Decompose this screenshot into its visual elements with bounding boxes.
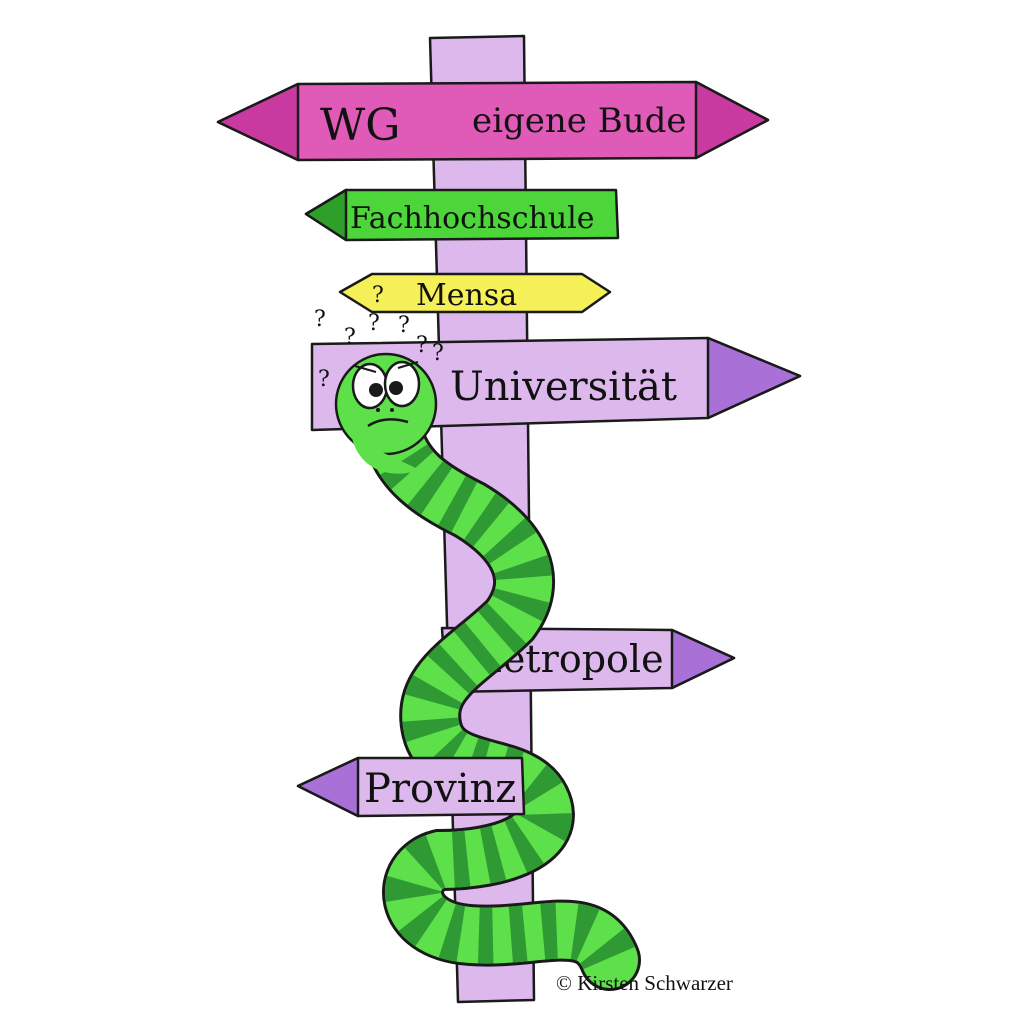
- worm-body-stripes: [364, 423, 636, 973]
- sign-label-wg: WG: [320, 100, 400, 151]
- question-mark: ?: [368, 311, 380, 336]
- sign-label-fachhochschule: Fachhochschule: [350, 201, 594, 236]
- sign-universitaet: Universität: [310, 336, 802, 432]
- worm-eye-right: [383, 360, 421, 408]
- question-mark: ?: [398, 313, 410, 338]
- question-mark: ?: [344, 325, 356, 350]
- question-mark: ?: [318, 367, 330, 392]
- worm-head: [334, 352, 438, 474]
- sign-wg-eigene-bude: WG eigene Bude: [216, 80, 770, 162]
- question-mark: ?: [372, 283, 384, 308]
- sign-label-eigene-bude: eigene Bude: [472, 101, 686, 141]
- sign-label-mensa: Mensa: [416, 278, 517, 313]
- sign-fachhochschule: Fachhochschule: [304, 188, 620, 242]
- question-mark: ?: [314, 307, 326, 332]
- question-mark: ?: [416, 333, 428, 358]
- sign-label-universitaet: Universität: [450, 364, 677, 410]
- question-marks: ? ? ? ? ? ? ? ?: [314, 283, 444, 392]
- question-mark: ?: [432, 341, 444, 366]
- sign-provinz: Provinz: [296, 756, 526, 818]
- sign-label-provinz: Provinz: [364, 766, 516, 812]
- copyright-credit: © Kirsten Schwarzer: [556, 971, 733, 995]
- worm-mouth: [367, 418, 409, 428]
- sign-mensa: Mensa: [338, 272, 612, 314]
